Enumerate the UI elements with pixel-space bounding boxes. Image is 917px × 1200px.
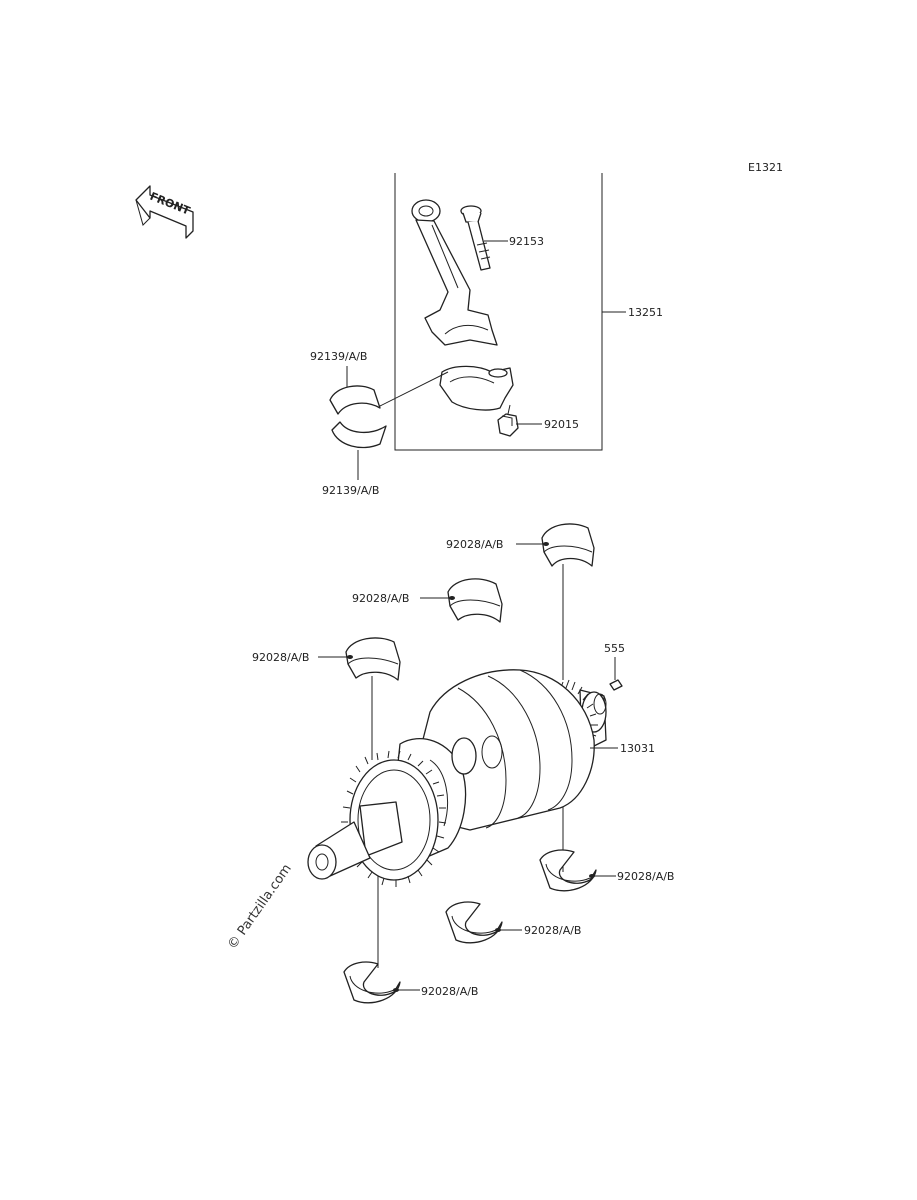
- callout-555: 555: [604, 642, 625, 655]
- main-bearing-bottom-center: [445, 901, 503, 944]
- callout-92028-bottom-right: 92028/A/B: [617, 870, 674, 883]
- callout-92028-bottom-center: 92028/A/B: [524, 924, 581, 937]
- callout-92028-top-center: 92028/A/B: [352, 592, 409, 605]
- main-bearing-top-center: [447, 578, 503, 623]
- connecting-rod: [411, 199, 498, 346]
- callout-92028-top-right: 92028/A/B: [446, 538, 503, 551]
- rod-bolt: [460, 205, 491, 271]
- watermark: © Partzilla.com: [225, 862, 295, 953]
- callout-13031: 13031: [620, 742, 655, 755]
- callout-13251: 13251: [628, 306, 663, 319]
- main-bearing-bottom-right: [539, 849, 597, 892]
- crank-pin: [609, 679, 623, 691]
- callout-92153: 92153: [509, 235, 544, 248]
- main-bearing-top-right: [541, 523, 595, 567]
- main-bearing-top-left: [345, 637, 401, 681]
- callout-92139-lower: 92139/A/B: [322, 484, 379, 497]
- rod-cap: [439, 365, 514, 411]
- rod-bearing-upper: [329, 385, 381, 415]
- rod-nut: [497, 404, 519, 437]
- crankshaft: [307, 669, 607, 887]
- front-arrow-icon: FRONT: [135, 185, 194, 239]
- main-bearing-bottom-left: [343, 961, 401, 1004]
- diagram-code: E1321: [748, 161, 783, 174]
- callout-92015: 92015: [544, 418, 579, 431]
- callout-92028-top-left: 92028/A/B: [252, 651, 309, 664]
- rod-bearing-lower: [331, 421, 387, 449]
- callout-92139-upper: 92139/A/B: [310, 350, 367, 363]
- callout-92028-bottom-left: 92028/A/B: [421, 985, 478, 998]
